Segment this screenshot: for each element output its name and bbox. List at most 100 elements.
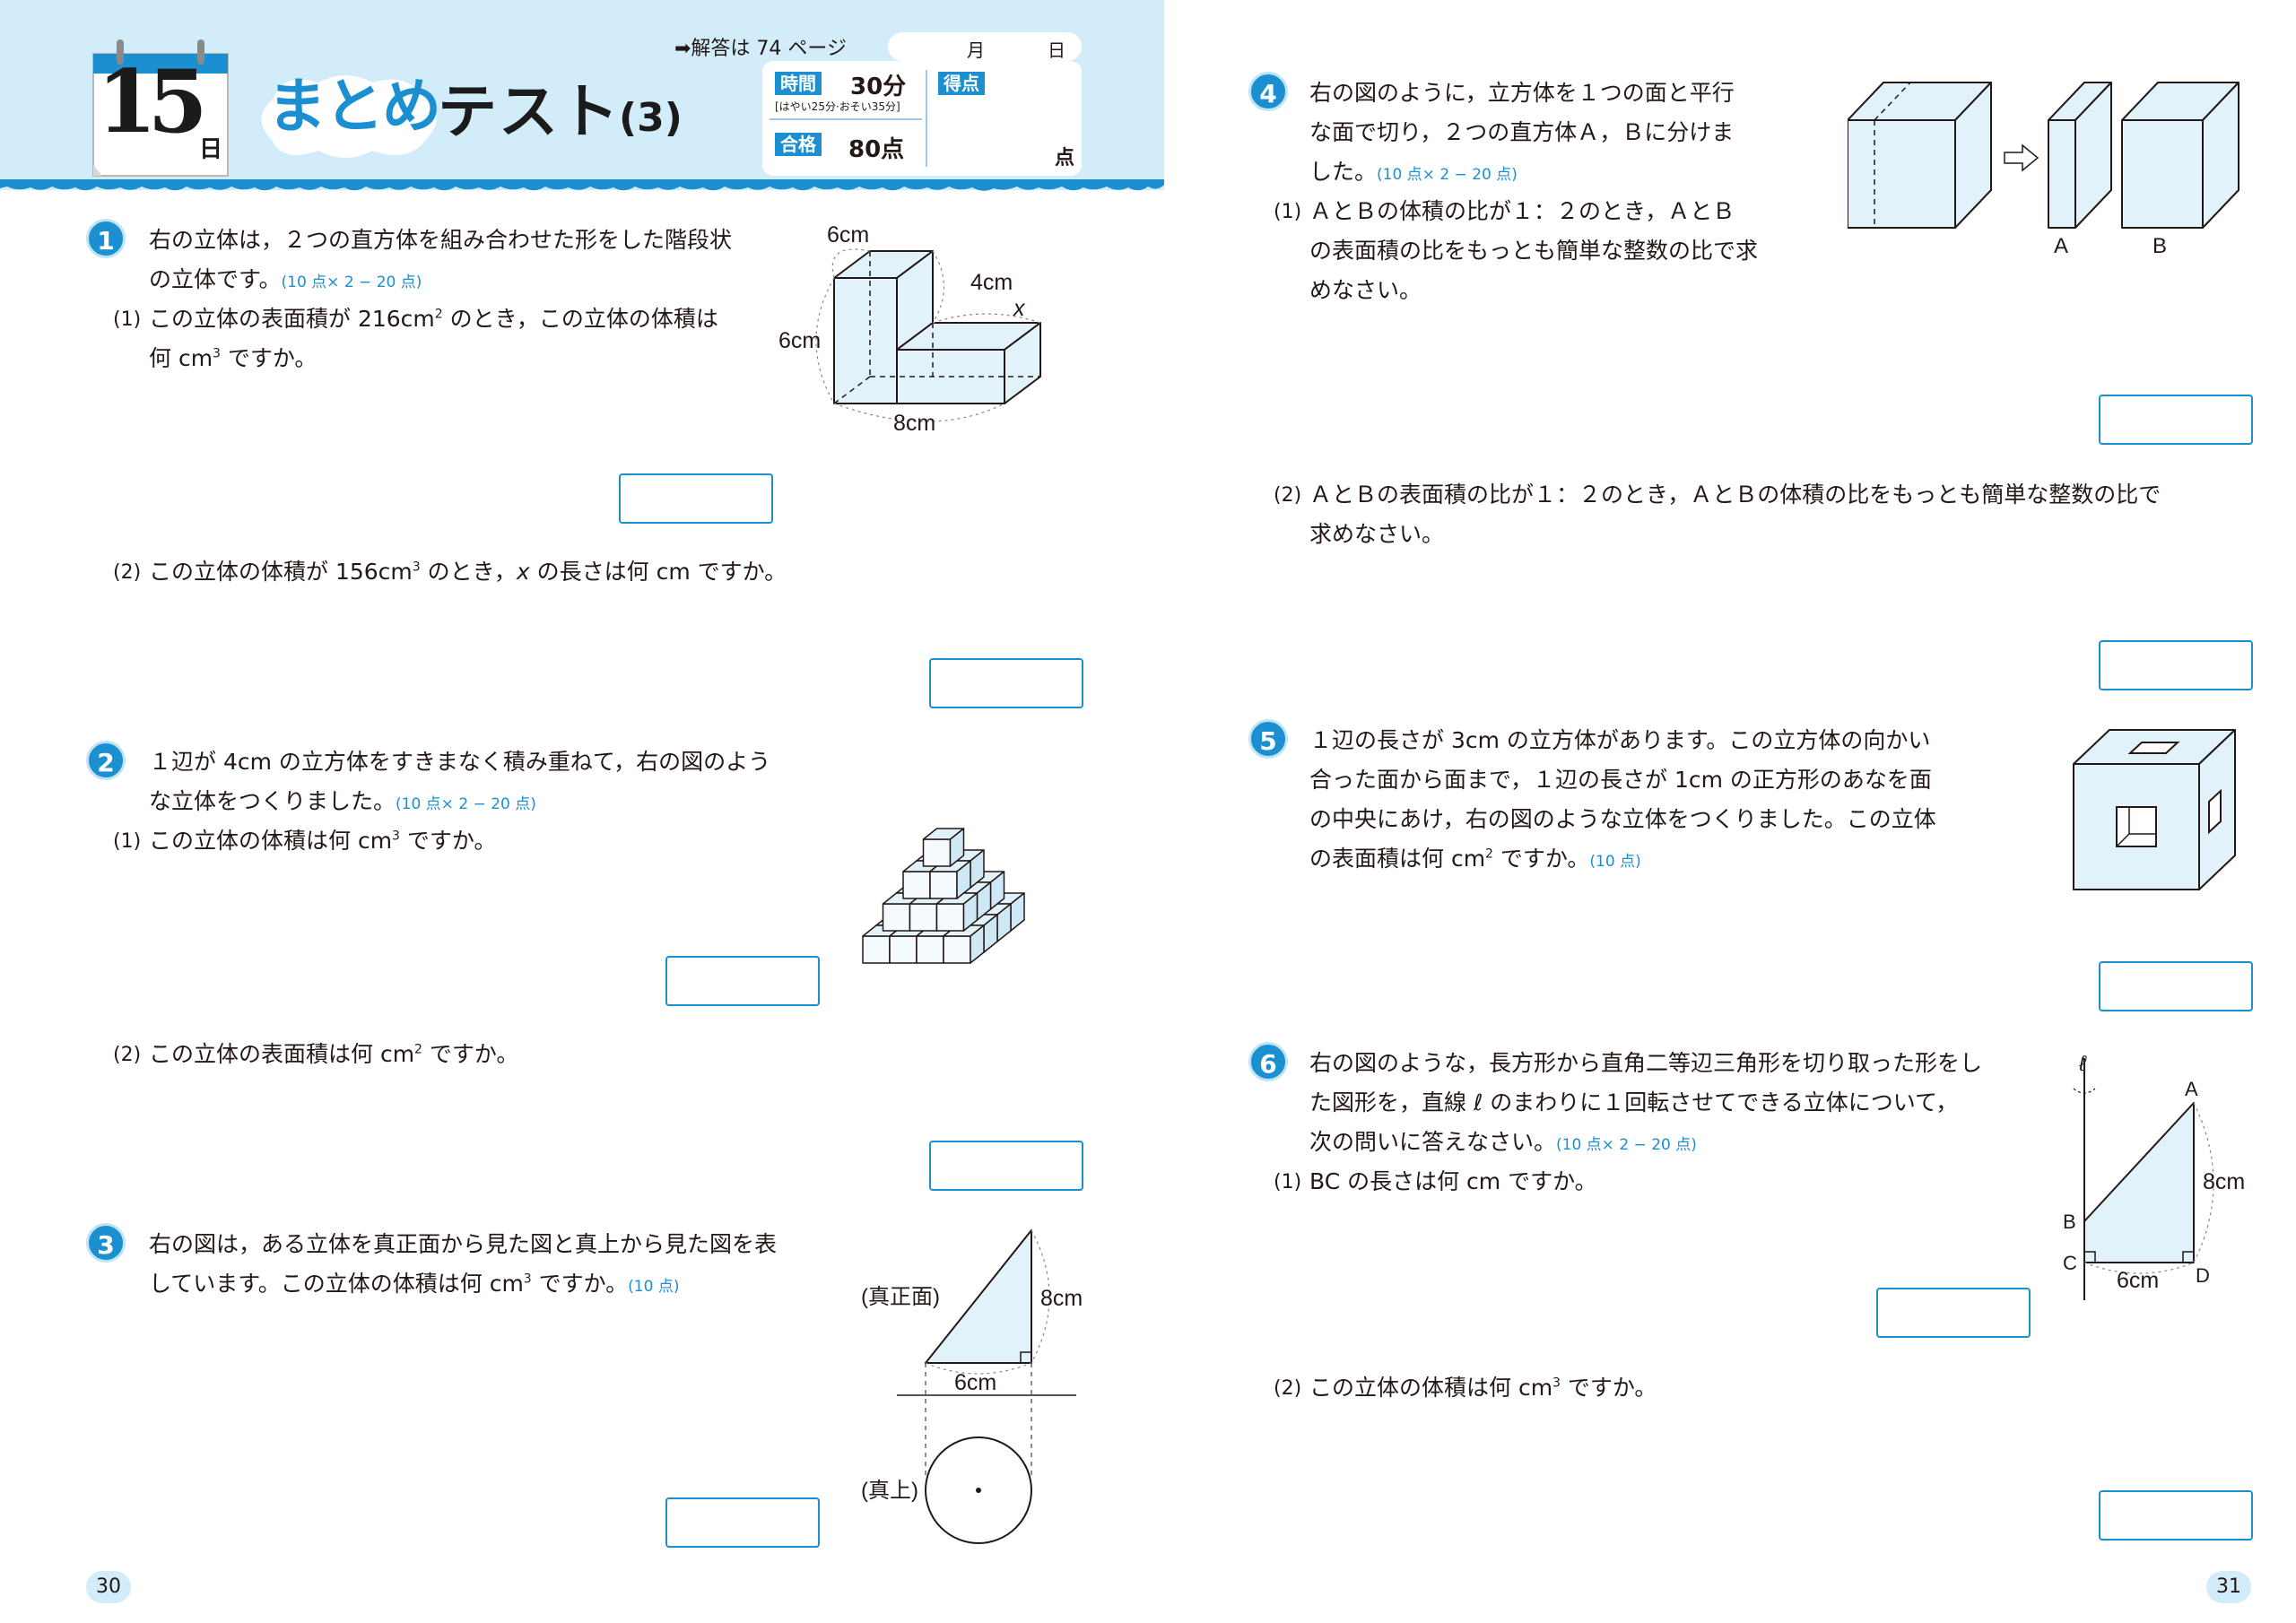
problem-4-line3-wrap: した。(10 点× 2 − 20 点) [1309,152,1518,195]
score-panel: 時間 30分 [はやい25分·おそい35分] 合格 80点 得点 点 [762,61,1082,176]
cube [922,828,965,867]
problem-1-figure: 6cm 4cm x 6cm 8cm [778,224,1041,436]
answer-page-reference: ➡解答は 74 ページ [674,38,847,60]
problem-4-q1-line2: の表面積の比をもっとも簡単な整数の比で求 [1309,238,1759,264]
p2q1-a: この立体の体積は何 cm [149,828,393,854]
answer-box-1-1[interactable] [619,473,773,524]
answer-box-3[interactable] [665,1497,820,1548]
p6-fig-h: 8cm [2203,1169,2245,1194]
p1q1-line2-a: 何 cm [149,345,213,371]
page-number-left: 30 [86,1571,131,1603]
pass-tag: 合格 [775,133,822,156]
problem-4-q2-number: (2) [1274,484,1302,507]
problem-4-q2-line2: 求めなさい。 [1309,521,1445,547]
problem-6-number: 6 [1248,1042,1288,1081]
p1q1-line2-sup: 3 [213,346,221,361]
problem-2-line2: な立体をつくりました。 [149,788,396,814]
p2q2-b: ですか。 [422,1041,519,1067]
p4-fig-label-b: B [2152,234,2167,255]
problem-4-line1: 右の図のように，立方体を１つの面と平行 [1309,80,1735,106]
left-page: 15 日 まとめ テスト (3) ➡解答は 74 ページ 月 日 時間 30分 … [0,0,1164,1603]
title-test: テスト [438,77,621,146]
p3-line2-sup: 3 [523,1271,532,1287]
problem-5-line3: の中央にあけ，右の図のような立体をつくりました。この立体 [1309,806,1936,832]
problem-1-number: 1 [86,219,126,258]
p6-fig-l: ℓ [2078,1052,2087,1076]
p6-line2-b: のまわりに１回転させてできる立体について， [1483,1089,1959,1115]
score-unit: 点 [1055,147,1075,169]
problem-3-line2: しています。この立体の体積は何 cm3 ですか。(10 点) [149,1264,679,1306]
p2q1-b: ですか。 [399,828,497,854]
p1q1-text-a: この立体の表面積が 216cm [149,306,435,332]
p3-fig-height: 8cm [1040,1286,1083,1311]
answer-box-5[interactable] [2099,961,2253,1011]
score-divider [926,70,927,167]
date-day-label: 日 [1048,39,1065,61]
problem-2-figure [862,828,1025,964]
date-field[interactable]: 月 日 [888,32,1082,61]
p1q2-b: のとき， [420,559,517,585]
problem-5-figure [2073,729,2236,890]
problem-4-q1-line1: ＡとＢの体積の比が１：２のとき，ＡとＢ [1309,198,1735,224]
problem-1-q1-line2: 何 cm3 ですか。 [149,339,317,378]
answer-box-4-1[interactable] [2099,395,2253,445]
p5-line4-b: ですか。 [1492,846,1590,872]
answer-box-2-2[interactable] [929,1141,1083,1191]
problem-2-line1: １辺が 4cm の立方体をすきまなく積み重ねて，右の図のよう [149,749,771,775]
p2q1-sup: 3 [392,829,400,844]
problem-1-q1-line1: この立体の表面積が 216cm2 のとき，この立体の体積は [149,299,718,339]
problem-4-number: 4 [1248,72,1288,111]
problem-1-line2: の立体です。 [149,266,282,292]
problem-6-points: (10 点× 2 − 20 点) [1556,1136,1697,1154]
p5-line4-sup: 2 [1485,846,1493,862]
problem-1-line2-wrap: の立体です。(10 点× 2 − 20 点) [149,260,422,302]
problem-4-points: (10 点× 2 − 20 点) [1377,166,1518,184]
answer-box-4-2[interactable] [2099,640,2253,690]
p6q2-sup: 3 [1552,1376,1561,1391]
p1q2-var: x [516,559,530,585]
answer-box-6-2[interactable] [2099,1490,2253,1541]
problem-2-number: 2 [86,741,126,780]
p3-fig-base: 6cm [954,1370,996,1395]
problem-4-q2-line1: ＡとＢの表面積の比が１：２のとき，ＡとＢの体積の比をもっとも簡単な整数の比で [1309,482,2161,508]
problem-1-q2: この立体の体積が 156cm3 のとき，x の長さは何 cm ですか。 [149,552,787,592]
day-suffix: 日 [199,136,223,163]
p3-line2-b: ですか。 [531,1271,629,1297]
problem-5-points: (10 点) [1589,853,1641,871]
problem-6-line1: 右の図のような，長方形から直角二等辺三角形を切り取った形をし [1309,1050,1983,1076]
time-tag: 時間 [775,72,822,95]
problem-3-figure: (真正面) (真上) 8cm 6cm [861,1229,1083,1544]
problem-3-number: 3 [86,1223,126,1263]
problem-5-line2: 合った面から面まで，１辺の長さが 1cm の正方形のあなを面 [1309,767,1932,793]
p1-fig-label-x: x [1013,296,1026,321]
problem-4-figure: A B [1848,82,2239,255]
problem-2-q1-number: (1) [113,830,142,853]
p1q1-text-b: のとき，この立体の体積は [442,306,718,332]
problem-4-q1-line3: めなさい。 [1309,277,1422,303]
problem-6-q1: BC の長さは何 cm ですか。 [1309,1168,1597,1194]
p1q1-line2-b: ですか。 [220,345,317,371]
p3-fig-front-label: (真正面) [861,1285,940,1309]
p1q2-a: この立体の体積が 156cm [149,559,413,585]
p2q2-a: この立体の表面積は何 cm [149,1041,415,1067]
problem-6-q1-number: (1) [1274,1171,1302,1193]
answer-box-2-1[interactable] [665,956,820,1006]
problem-6-line3: 次の問いに答えなさい。 [1309,1129,1557,1155]
p6-fig-d: D [2196,1264,2210,1287]
answer-box-6-1[interactable] [1876,1288,2031,1338]
header-torn-edge [0,179,1164,191]
p1-fig-label-bottom: 8cm [893,411,935,436]
problem-5-number: 5 [1248,719,1288,759]
p6q2-b: ですか。 [1560,1375,1657,1401]
problem-2-line2-wrap: な立体をつくりました。(10 点× 2 − 20 点) [149,782,536,824]
p1q2-sup: 3 [412,560,421,575]
p2q2-sup: 2 [414,1042,422,1057]
p3-fig-top-label: (真上) [861,1479,918,1503]
problem-6-line2: た図形を，直線 ℓ のまわりに１回転させてできる立体について， [1309,1083,1958,1123]
p6-fig-b: B [2063,1211,2076,1233]
problem-6-q2-number: (2) [1274,1377,1302,1400]
right-page: 4 右の図のように，立方体を１つの面と平行 な面で切り，２つの直方体Ａ，Ｂに分け… [1148,0,2296,1623]
p1q1-sup: 2 [434,307,443,322]
p6-fig-a: A [2185,1078,2198,1100]
answer-box-1-2[interactable] [929,658,1083,708]
